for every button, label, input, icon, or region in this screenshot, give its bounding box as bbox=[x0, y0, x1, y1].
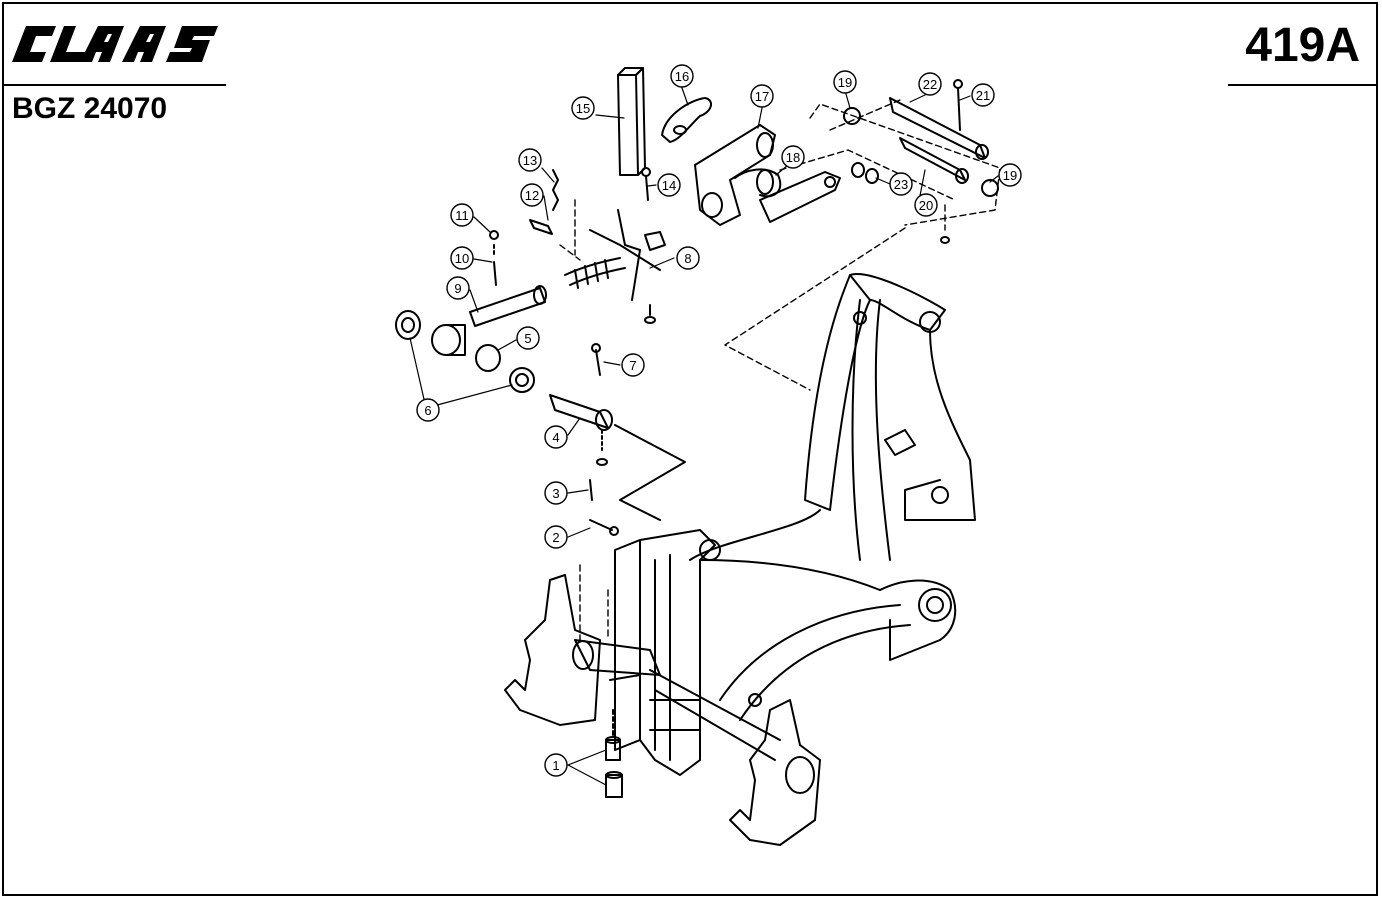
part-3-pin bbox=[589, 479, 593, 501]
callout-10: 10 bbox=[450, 246, 474, 270]
callout-18: 18 bbox=[781, 145, 805, 169]
svg-text:14: 14 bbox=[662, 178, 676, 193]
callout-19-right: 19 bbox=[998, 163, 1022, 187]
part-21-bolt bbox=[953, 79, 963, 131]
callout-6: 6 bbox=[416, 398, 440, 422]
callout-21: 21 bbox=[971, 83, 995, 107]
callout-9: 9 bbox=[446, 276, 470, 300]
claas-logo bbox=[12, 26, 218, 62]
part-23-washers bbox=[851, 162, 879, 184]
callout-23: 23 bbox=[889, 172, 913, 196]
part-19-bushing bbox=[843, 107, 999, 197]
svg-text:22: 22 bbox=[923, 77, 937, 92]
part-1-bushings bbox=[605, 709, 623, 798]
callout-2: 2 bbox=[544, 525, 568, 549]
callout-5: 5 bbox=[516, 326, 540, 350]
part-4-pin bbox=[549, 394, 686, 521]
callout-22: 22 bbox=[918, 72, 942, 96]
part-17-housing bbox=[694, 124, 782, 226]
svg-text:10: 10 bbox=[455, 251, 469, 266]
svg-text:2: 2 bbox=[552, 530, 559, 545]
callout-20: 20 bbox=[914, 193, 938, 217]
svg-text:17: 17 bbox=[755, 89, 769, 104]
part-2-bolt bbox=[589, 519, 619, 536]
callout-3: 3 bbox=[544, 481, 568, 505]
svg-text:4: 4 bbox=[552, 430, 559, 445]
part-12-clip bbox=[529, 219, 553, 235]
callout-1: 1 bbox=[544, 753, 568, 777]
callout-17: 17 bbox=[750, 84, 774, 108]
part-7-bolt bbox=[591, 343, 601, 376]
callout-13: 13 bbox=[518, 148, 542, 172]
callout-7: 7 bbox=[621, 353, 645, 377]
svg-text:6: 6 bbox=[424, 403, 431, 418]
page-number-underline bbox=[1228, 84, 1378, 86]
part-6-seals bbox=[395, 310, 535, 393]
part-14-bolt bbox=[641, 167, 651, 201]
svg-text:1: 1 bbox=[552, 758, 559, 773]
logo-underline bbox=[2, 84, 226, 86]
callout-8: 8 bbox=[676, 246, 700, 270]
svg-text:8: 8 bbox=[684, 251, 691, 266]
svg-text:5: 5 bbox=[524, 331, 531, 346]
lower-hooks bbox=[504, 574, 821, 846]
svg-text:11: 11 bbox=[455, 208, 469, 223]
page-number: 419A bbox=[1245, 19, 1360, 72]
part-10-pin bbox=[493, 261, 497, 286]
callout-4: 4 bbox=[544, 425, 568, 449]
part-21-nut bbox=[940, 236, 950, 244]
part-20-pin bbox=[899, 137, 969, 184]
svg-text:9: 9 bbox=[454, 281, 461, 296]
callout-16: 16 bbox=[670, 64, 694, 88]
part-9-shaft bbox=[469, 285, 547, 327]
part-18-arm bbox=[759, 171, 841, 223]
part-8-yoke bbox=[564, 209, 666, 324]
callout-14: 14 bbox=[657, 173, 681, 197]
svg-text:20: 20 bbox=[919, 198, 933, 213]
svg-text:18: 18 bbox=[786, 150, 800, 165]
callout-15: 15 bbox=[571, 96, 595, 120]
svg-text:12: 12 bbox=[525, 188, 539, 203]
callout-11: 11 bbox=[450, 203, 474, 227]
svg-text:19: 19 bbox=[1003, 168, 1017, 183]
svg-text:19: 19 bbox=[838, 75, 852, 90]
part-16-link bbox=[661, 97, 712, 143]
part-15-lever bbox=[617, 67, 646, 176]
part-11-nut bbox=[489, 230, 499, 256]
svg-text:15: 15 bbox=[576, 101, 590, 116]
svg-text:7: 7 bbox=[629, 358, 636, 373]
svg-text:23: 23 bbox=[894, 177, 908, 192]
svg-text:21: 21 bbox=[976, 88, 990, 103]
svg-text:13: 13 bbox=[523, 153, 537, 168]
part-5-bushing bbox=[431, 324, 501, 372]
callout-leaders bbox=[409, 87, 999, 786]
svg-text:3: 3 bbox=[552, 486, 559, 501]
part-13-spring bbox=[552, 169, 559, 211]
callout-19-top: 19 bbox=[833, 70, 857, 94]
svg-text:16: 16 bbox=[675, 69, 689, 84]
document-code: BGZ 24070 bbox=[12, 92, 168, 125]
assembly-lines bbox=[559, 99, 1001, 641]
part-22-shaft bbox=[889, 97, 989, 160]
callout-12: 12 bbox=[520, 183, 544, 207]
callouts: 1 2 3 4 5 6 7 8 9 10 11 12 13 14 15 16 1… bbox=[416, 64, 1022, 777]
main-frame bbox=[614, 273, 976, 776]
